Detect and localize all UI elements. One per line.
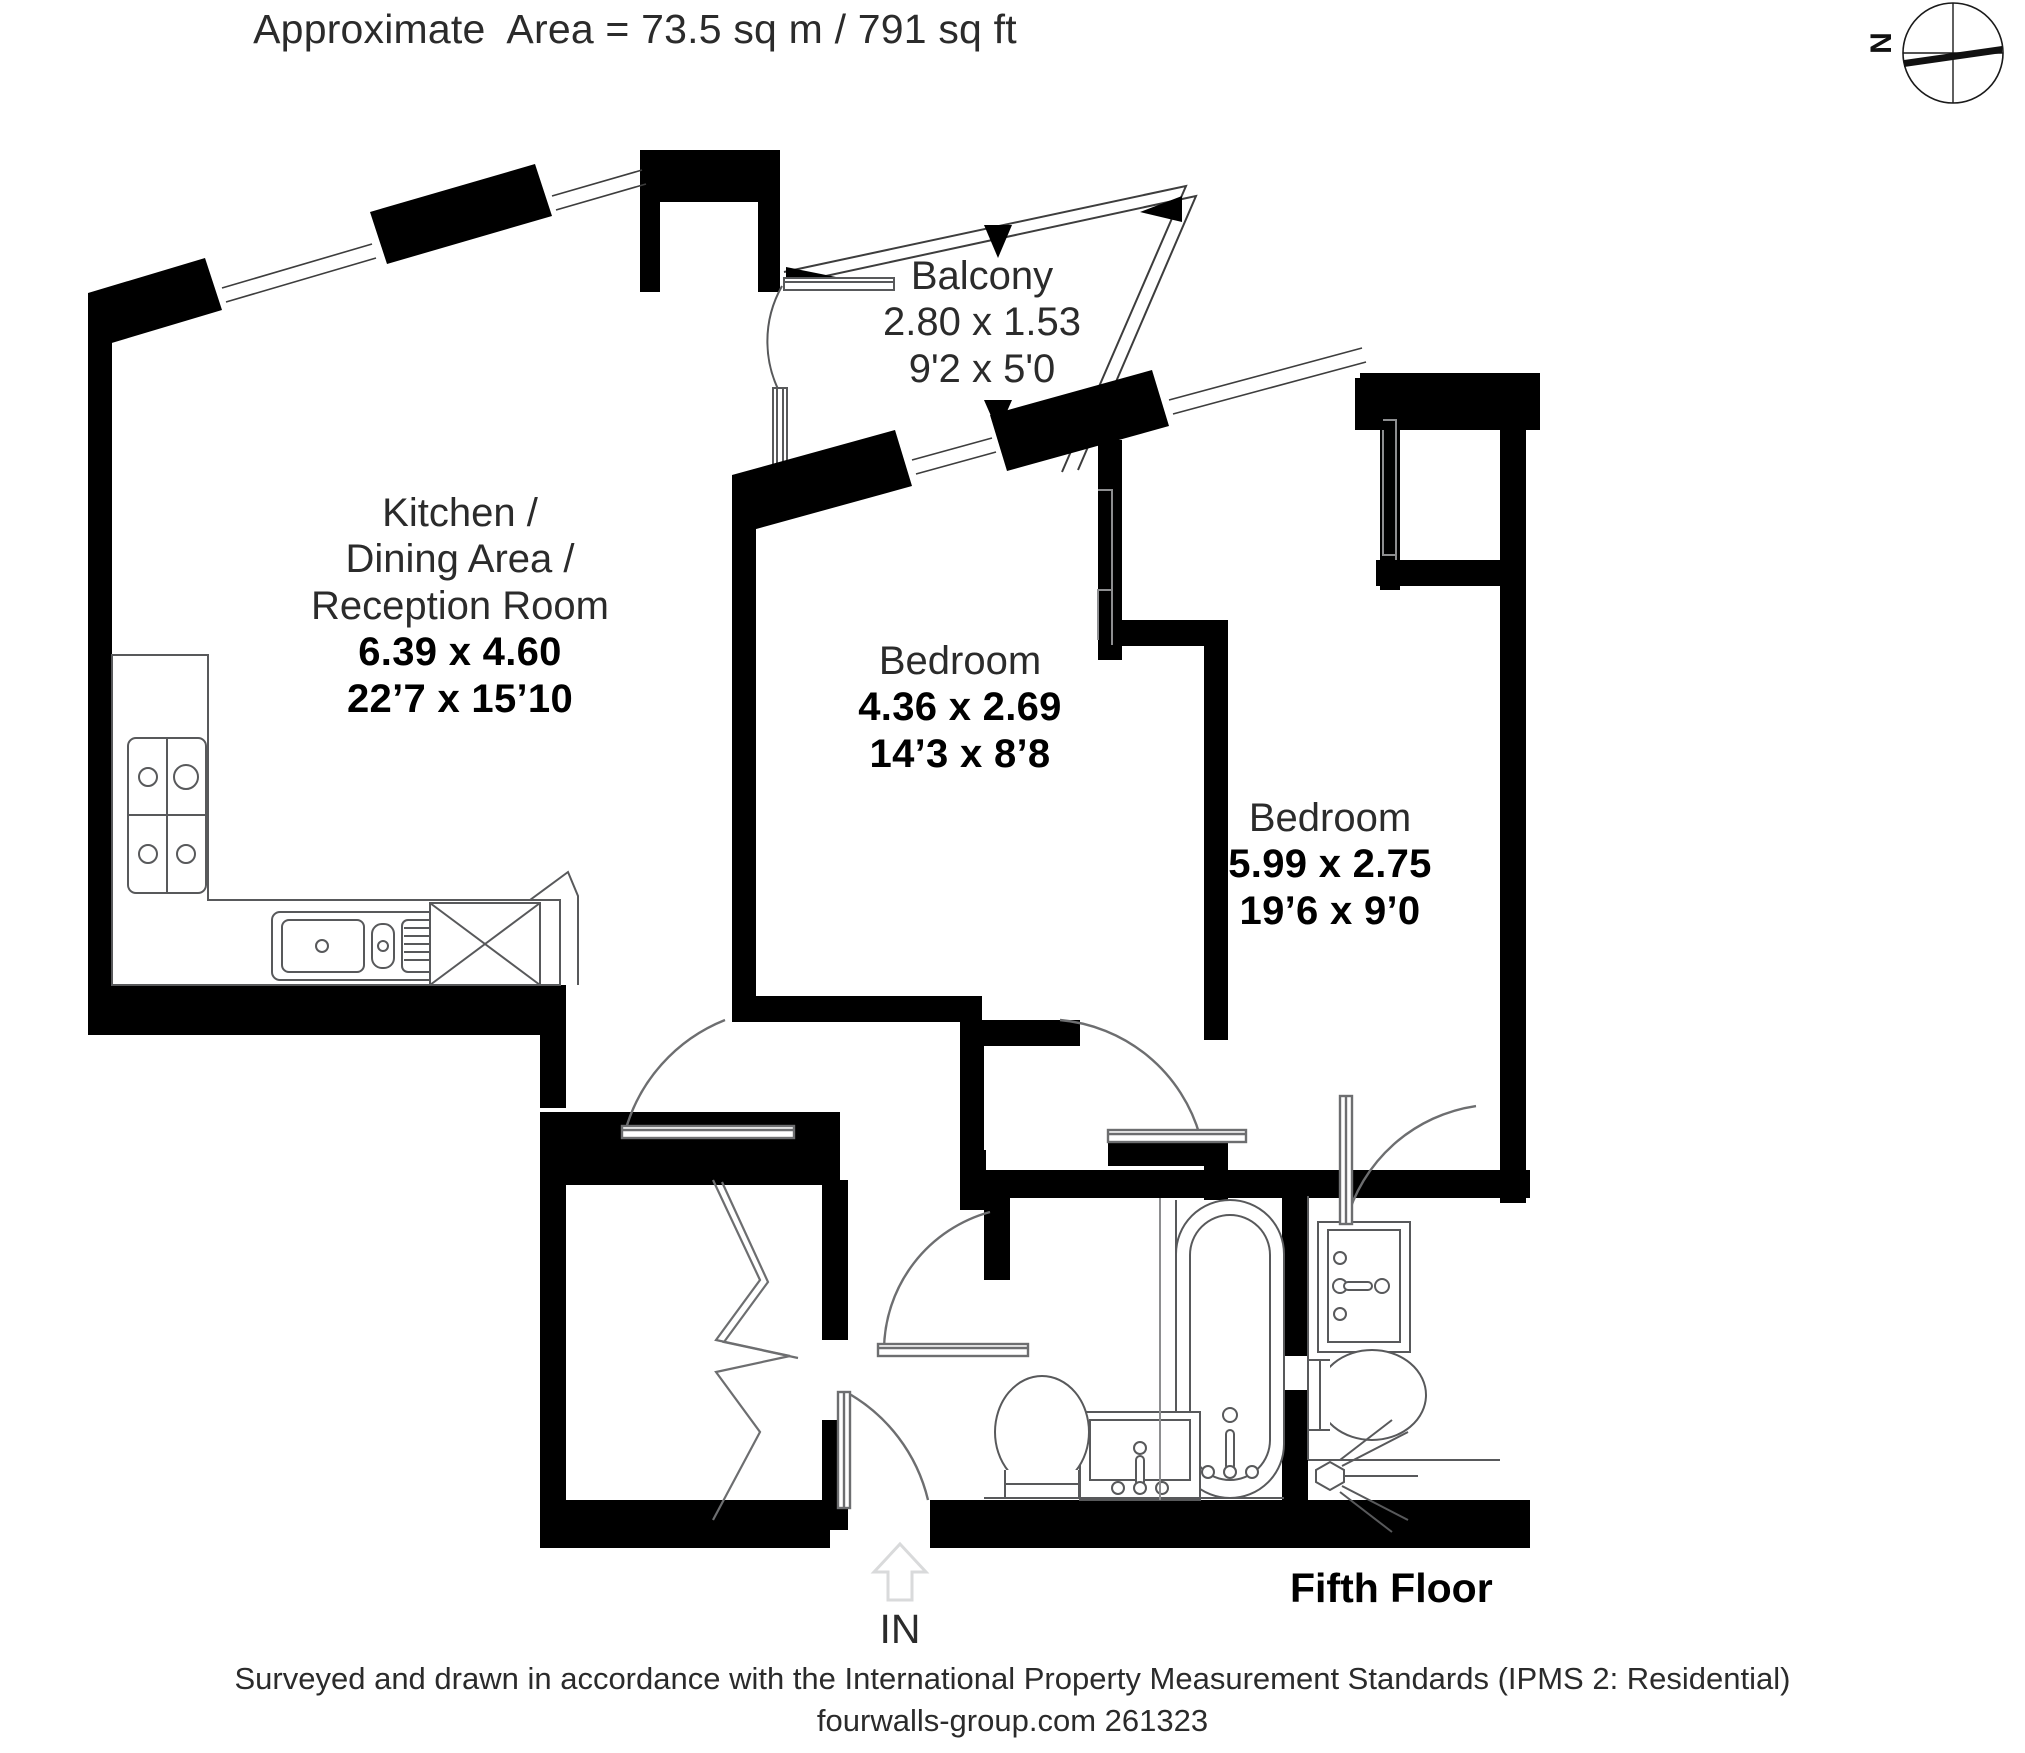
room-name-line-1: Balcony	[910, 254, 1054, 298]
footer-line-1: Surveyed and drawn in accordance with th…	[234, 1661, 1791, 1696]
room-dimensions-imperial: 19’6 x 9’0	[1239, 888, 1421, 933]
exterior-walls	[88, 150, 780, 1035]
bedroom-exterior-walls	[732, 370, 1540, 1203]
up-arrow-icon	[870, 1541, 930, 1602]
room-label-balcony: Balcony 2.80 x 1.53 9'2 x 5'0	[862, 253, 1102, 392]
ensuite-basin-icon	[1317, 1221, 1411, 1353]
balcony-outline	[783, 184, 1198, 473]
bifold-doors	[712, 1179, 799, 1521]
room-label-bedroom-2: Bedroom 5.99 x 2.75 19’6 x 9’0	[1150, 795, 1510, 934]
room-name-line-3: Reception Room	[311, 583, 609, 628]
floor-plan-drawing	[88, 150, 1540, 1548]
room-name-line-1: Kitchen /	[382, 491, 538, 535]
room-dimensions-metric: 4.36 x 2.69	[858, 685, 1062, 730]
room-dimensions-metric: 5.99 x 2.75	[1228, 842, 1432, 887]
room-dimensions-imperial: 14’3 x 8’8	[869, 731, 1051, 776]
window-glazing-nw	[221, 169, 647, 303]
footer-note: Surveyed and drawn in accordance with th…	[0, 1658, 2025, 1742]
bathtub-icon	[1175, 1199, 1285, 1499]
ensuite-toilet-icon	[1307, 1196, 1500, 1461]
room-dimensions-metric: 6.39 x 4.60	[358, 630, 562, 675]
kitchen-corner-detail	[529, 870, 579, 985]
hallway-walls	[540, 985, 1530, 1548]
room-name-line-1: Bedroom	[878, 639, 1042, 683]
door-swings	[620, 1018, 1477, 1510]
compass-rose-icon	[1902, 2, 2004, 104]
entry-label: IN	[879, 1606, 921, 1652]
bedroom1-walls	[732, 440, 1228, 1040]
hob-icon	[127, 737, 207, 894]
appliance-icon	[429, 902, 541, 986]
room-label-bedroom-1: Bedroom 4.36 x 2.69 14’3 x 8’8	[760, 638, 1160, 777]
room-dimensions-metric: 2.80 x 1.53	[883, 300, 1081, 345]
wash-basin-icon	[1079, 1411, 1201, 1501]
room-label-kitchen: Kitchen / Dining Area / Reception Room 6…	[250, 490, 670, 722]
footer-line-2: fourwalls-group.com 261323	[816, 1703, 1209, 1739]
entry-marker: IN	[845, 1540, 955, 1653]
toilet-icon	[984, 1375, 1284, 1499]
bedroom2-walls	[1204, 400, 1526, 1200]
bedroom2-alcove-lines	[1382, 419, 1397, 560]
compass-rose: N	[1865, 0, 2025, 118]
bedroom1-alcove-lines	[1097, 489, 1113, 645]
room-dimensions-imperial: 9'2 x 5'0	[908, 346, 1056, 391]
shower-icon	[1315, 1419, 1418, 1533]
floor-level-label: Fifth Floor	[1290, 1565, 1493, 1611]
room-name-line-1: Bedroom	[1248, 796, 1412, 840]
page-title: Approximate Area = 73.5 sq m / 791 sq ft	[253, 6, 1017, 52]
room-dimensions-imperial: 22’7 x 15’10	[346, 676, 574, 721]
room-name-line-2: Dining Area /	[345, 537, 575, 582]
window-glazing-ne	[911, 347, 1367, 475]
